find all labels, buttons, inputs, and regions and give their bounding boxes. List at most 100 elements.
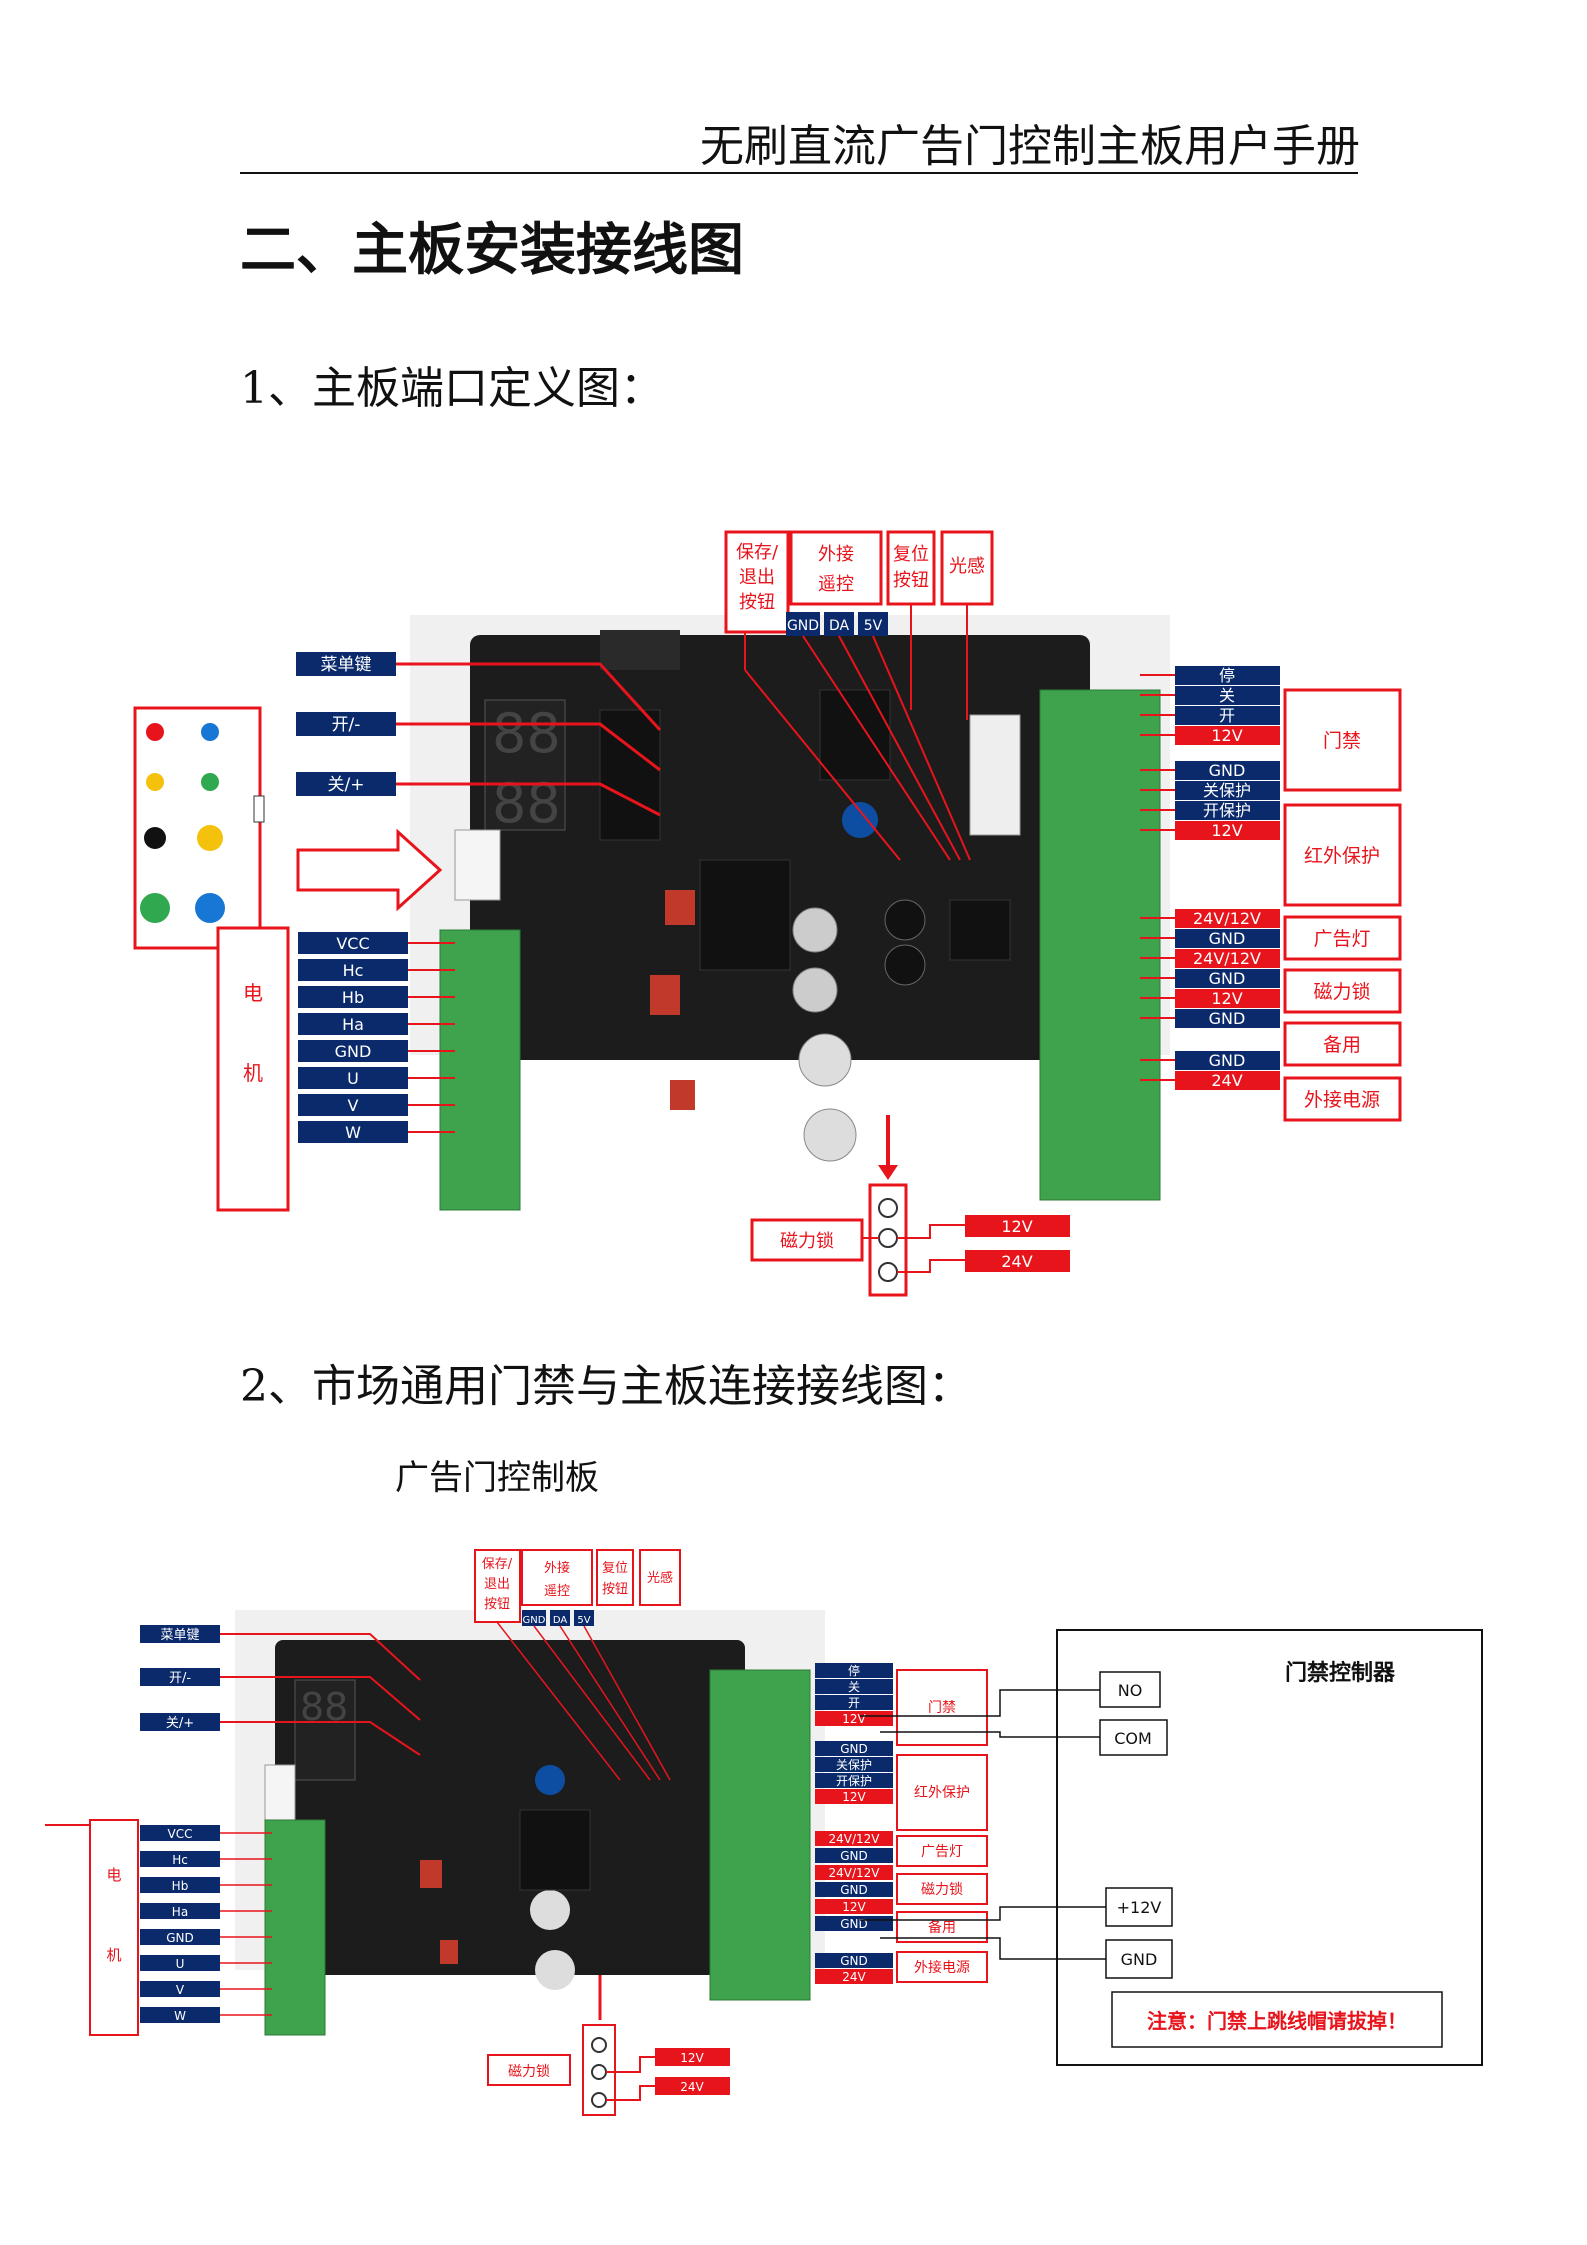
- svg-text:广告灯: 广告灯: [921, 1844, 963, 1860]
- subsection-1-title: 1、主板端口定义图：: [240, 363, 664, 414]
- svg-text:菜单键: 菜单键: [160, 1628, 199, 1643]
- svg-text:门禁控制器: 门禁控制器: [1285, 1660, 1396, 1686]
- right-pin-label-small: 24V/12V: [829, 1832, 881, 1846]
- right-pin-box-small: [815, 1969, 893, 1984]
- access-controller: 门禁控制器 NO COM +12V GND 注意：门禁上跳线帽请拔掉！: [1056, 1629, 1483, 2066]
- right-pin-box: [1175, 929, 1280, 948]
- svg-text:DA: DA: [829, 618, 850, 634]
- svg-text:按钮: 按钮: [602, 1582, 628, 1597]
- right-pin-label: 12V: [1211, 989, 1242, 1008]
- svg-text:磁力锁: 磁力锁: [508, 2064, 550, 2080]
- remote-pins: GND DA 5V: [786, 612, 888, 636]
- svg-text:关/+: 关/+: [166, 1716, 194, 1731]
- svg-text:复位: 复位: [893, 544, 929, 565]
- motor-connector: [454, 829, 501, 901]
- right-pin-label: 12V: [1211, 726, 1242, 745]
- right-pin-box: [1175, 686, 1280, 705]
- top-label-remote: 外接 遥控: [789, 530, 883, 606]
- right-pin-label: GND: [1209, 969, 1246, 988]
- io-terminal-block: [1039, 689, 1161, 1201]
- svg-text:开/-: 开/-: [169, 1671, 191, 1686]
- motor-pin-box-small: [140, 1955, 220, 1971]
- right-pin-box-small: [815, 1882, 893, 1897]
- top-labels-small: 保存/ 退出 按钮 外接 遥控 复位 按钮 光感 GND DA 5V: [474, 1549, 681, 1626]
- motor-pin-box-small: [140, 1929, 220, 1945]
- right-pin-label-small: 停: [848, 1663, 860, 1678]
- svg-text:备用: 备用: [1323, 1034, 1361, 1056]
- right-pin-box-small: [815, 1757, 893, 1772]
- svg-text:磁力锁: 磁力锁: [921, 1882, 963, 1898]
- right-pin-box-small: [815, 1695, 893, 1710]
- right-pin-box: [1175, 726, 1280, 745]
- right-pin-box: [1175, 969, 1280, 988]
- svg-text:24V: 24V: [1001, 1252, 1032, 1271]
- motor-pin-box-small: [140, 2007, 220, 2023]
- svg-text:复位: 复位: [602, 1561, 628, 1576]
- svg-text:电: 电: [106, 1866, 121, 1884]
- svg-text:5V: 5V: [577, 1615, 590, 1626]
- right-pin-box: [1175, 821, 1280, 840]
- right-pin-label: 24V/12V: [1193, 909, 1261, 928]
- figure-1-port-diagram: 88 88 保存/ 退出 按钮 外接 遥控 复位 按钮 光感: [133, 530, 1402, 1297]
- svg-text:广告灯: 广告灯: [1313, 928, 1370, 950]
- svg-text:机: 机: [106, 1946, 121, 1964]
- right-pin-label: GND: [1209, 929, 1246, 948]
- svg-text:COM: COM: [1114, 1729, 1152, 1748]
- right-pin-label-small: 开: [848, 1696, 860, 1710]
- right-pin-box: [1175, 781, 1280, 800]
- right-pin-box-small: [815, 1773, 893, 1788]
- right-pin-box: [1175, 909, 1280, 928]
- svg-text:按钮: 按钮: [484, 1597, 510, 1612]
- right-groups-small: 门禁 红外保护 广告灯 磁力锁 备用 外接电源: [896, 1669, 988, 1983]
- right-pin-label: 关: [1219, 686, 1235, 705]
- svg-text:Hc: Hc: [343, 961, 364, 980]
- right-pin-label-small: GND: [840, 1849, 868, 1863]
- motor-pin-label-small: W: [174, 2009, 186, 2023]
- svg-text:V: V: [348, 1096, 359, 1115]
- right-pin-box: [1175, 989, 1280, 1008]
- right-pin-label-small: GND: [840, 1883, 868, 1897]
- right-pin-box: [1175, 761, 1280, 780]
- svg-text:按钮: 按钮: [893, 570, 929, 591]
- right-pin-box: [1175, 1009, 1280, 1028]
- left-button-labels: 菜单键 开/- 关/+: [296, 652, 396, 796]
- warning-note: 注意：门禁上跳线帽请拔掉！: [1147, 2009, 1407, 2033]
- motor-pin-box-small: [140, 1981, 220, 1997]
- svg-text:遥控: 遥控: [544, 1584, 570, 1599]
- svg-text:开/-: 开/-: [332, 715, 361, 735]
- svg-text:GND: GND: [335, 1042, 372, 1061]
- motor-pin-label-small: V: [176, 1983, 185, 1997]
- svg-text:退出: 退出: [739, 567, 775, 588]
- right-pin-box: [1175, 1071, 1280, 1090]
- lock-connector: [868, 1183, 908, 1297]
- pcb-board: [470, 635, 1090, 1060]
- svg-text:Ha: Ha: [342, 1015, 364, 1034]
- right-pin-label: 24V: [1211, 1071, 1242, 1090]
- svg-text:电: 电: [243, 981, 263, 1005]
- top-label-light-sensor: 光感: [940, 530, 994, 606]
- right-pin-box: [1175, 801, 1280, 820]
- lock-label: 磁力锁: [750, 1218, 864, 1262]
- svg-text:外接电源: 外接电源: [914, 1959, 970, 1976]
- svg-text:+12V: +12V: [1117, 1898, 1162, 1917]
- svg-text:12V: 12V: [1001, 1217, 1032, 1236]
- lock-pin-labels: 12V 24V: [965, 1215, 1070, 1272]
- svg-text:红外保护: 红外保护: [1304, 845, 1380, 867]
- main-chip: [699, 859, 791, 971]
- motor-pin-label-small: VCC: [168, 1827, 193, 1841]
- right-pin-label-small: GND: [840, 1742, 868, 1756]
- motor-pin-box-small: [140, 1851, 220, 1867]
- motor-pin-box-small: [140, 1877, 220, 1893]
- svg-text:外接电源: 外接电源: [1304, 1089, 1380, 1111]
- svg-text:Hb: Hb: [342, 988, 364, 1007]
- svg-text:机: 机: [243, 1061, 263, 1085]
- svg-text:门禁: 门禁: [928, 1700, 956, 1716]
- svg-text:保存/: 保存/: [482, 1557, 513, 1572]
- right-pin-box: [1175, 666, 1280, 685]
- connector-legend: [133, 706, 265, 950]
- right-pin-label: 开保护: [1203, 801, 1251, 820]
- right-pin-box: [1175, 949, 1280, 968]
- pcb-board-small: [275, 1640, 745, 1975]
- motor-pin-box-small: [140, 1825, 220, 1841]
- svg-text:按钮: 按钮: [739, 592, 775, 613]
